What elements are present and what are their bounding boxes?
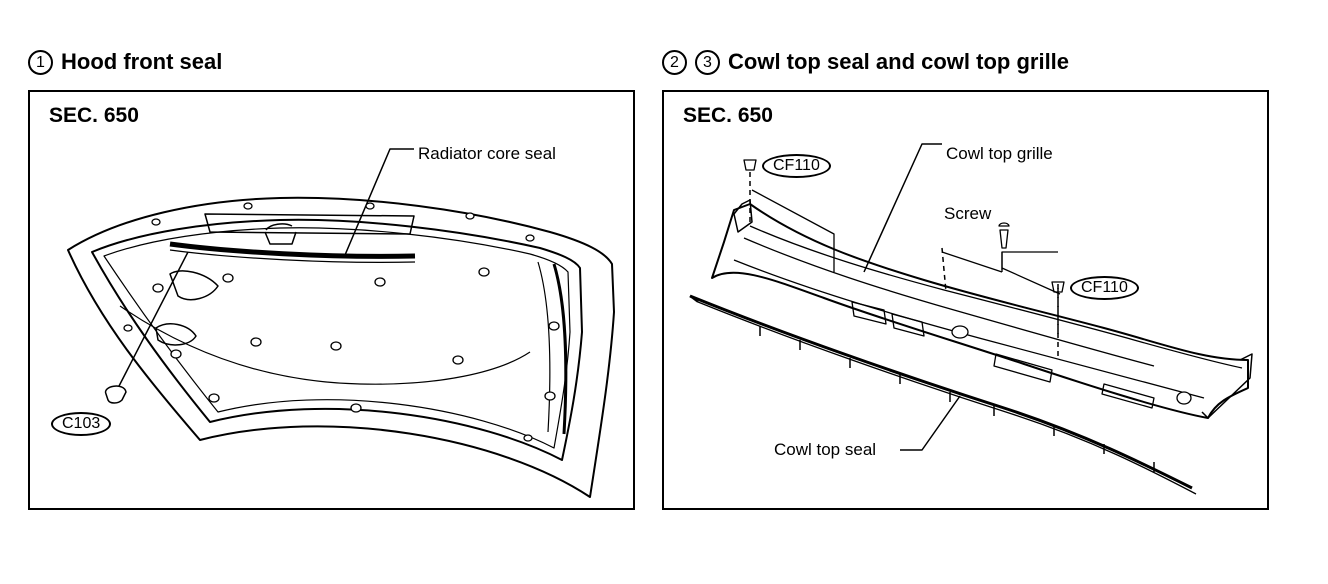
cowl-illustration <box>689 143 1253 495</box>
cowl-top-figure: SEC. 650 Cowl top grille Screw CF110 CF1… <box>662 90 1269 510</box>
item-number-badge: 3 <box>695 49 720 75</box>
hood-front-seal-heading: 1 Hood front seal <box>28 47 222 77</box>
hood-front-seal-figure: SEC. 650 Radiator core seal C103 <box>28 90 635 510</box>
cowl-top-seal-label: Cowl top seal <box>774 440 877 459</box>
section-label: SEC. 650 <box>49 104 139 127</box>
section-label: SEC. 650 <box>683 104 773 127</box>
cowl-top-title: Cowl top seal and cowl top grille <box>728 49 1070 74</box>
clip-code-cf110-right: CF110 <box>1070 276 1139 300</box>
hood-front-seal-title: Hood front seal <box>61 49 223 74</box>
clip-code-c103: C103 <box>51 412 112 436</box>
item-number-badge: 1 <box>28 49 53 75</box>
radiator-core-seal-label: Radiator core seal <box>418 144 556 163</box>
hood-illustration <box>67 148 615 498</box>
screw-label: Screw <box>944 204 992 223</box>
item-number-badge: 2 <box>662 49 687 75</box>
clip-code-cf110-left: CF110 <box>762 154 831 178</box>
cowl-top-heading: 2 3 Cowl top seal and cowl top grille <box>662 47 1069 77</box>
cowl-top-grille-label: Cowl top grille <box>946 144 1053 163</box>
